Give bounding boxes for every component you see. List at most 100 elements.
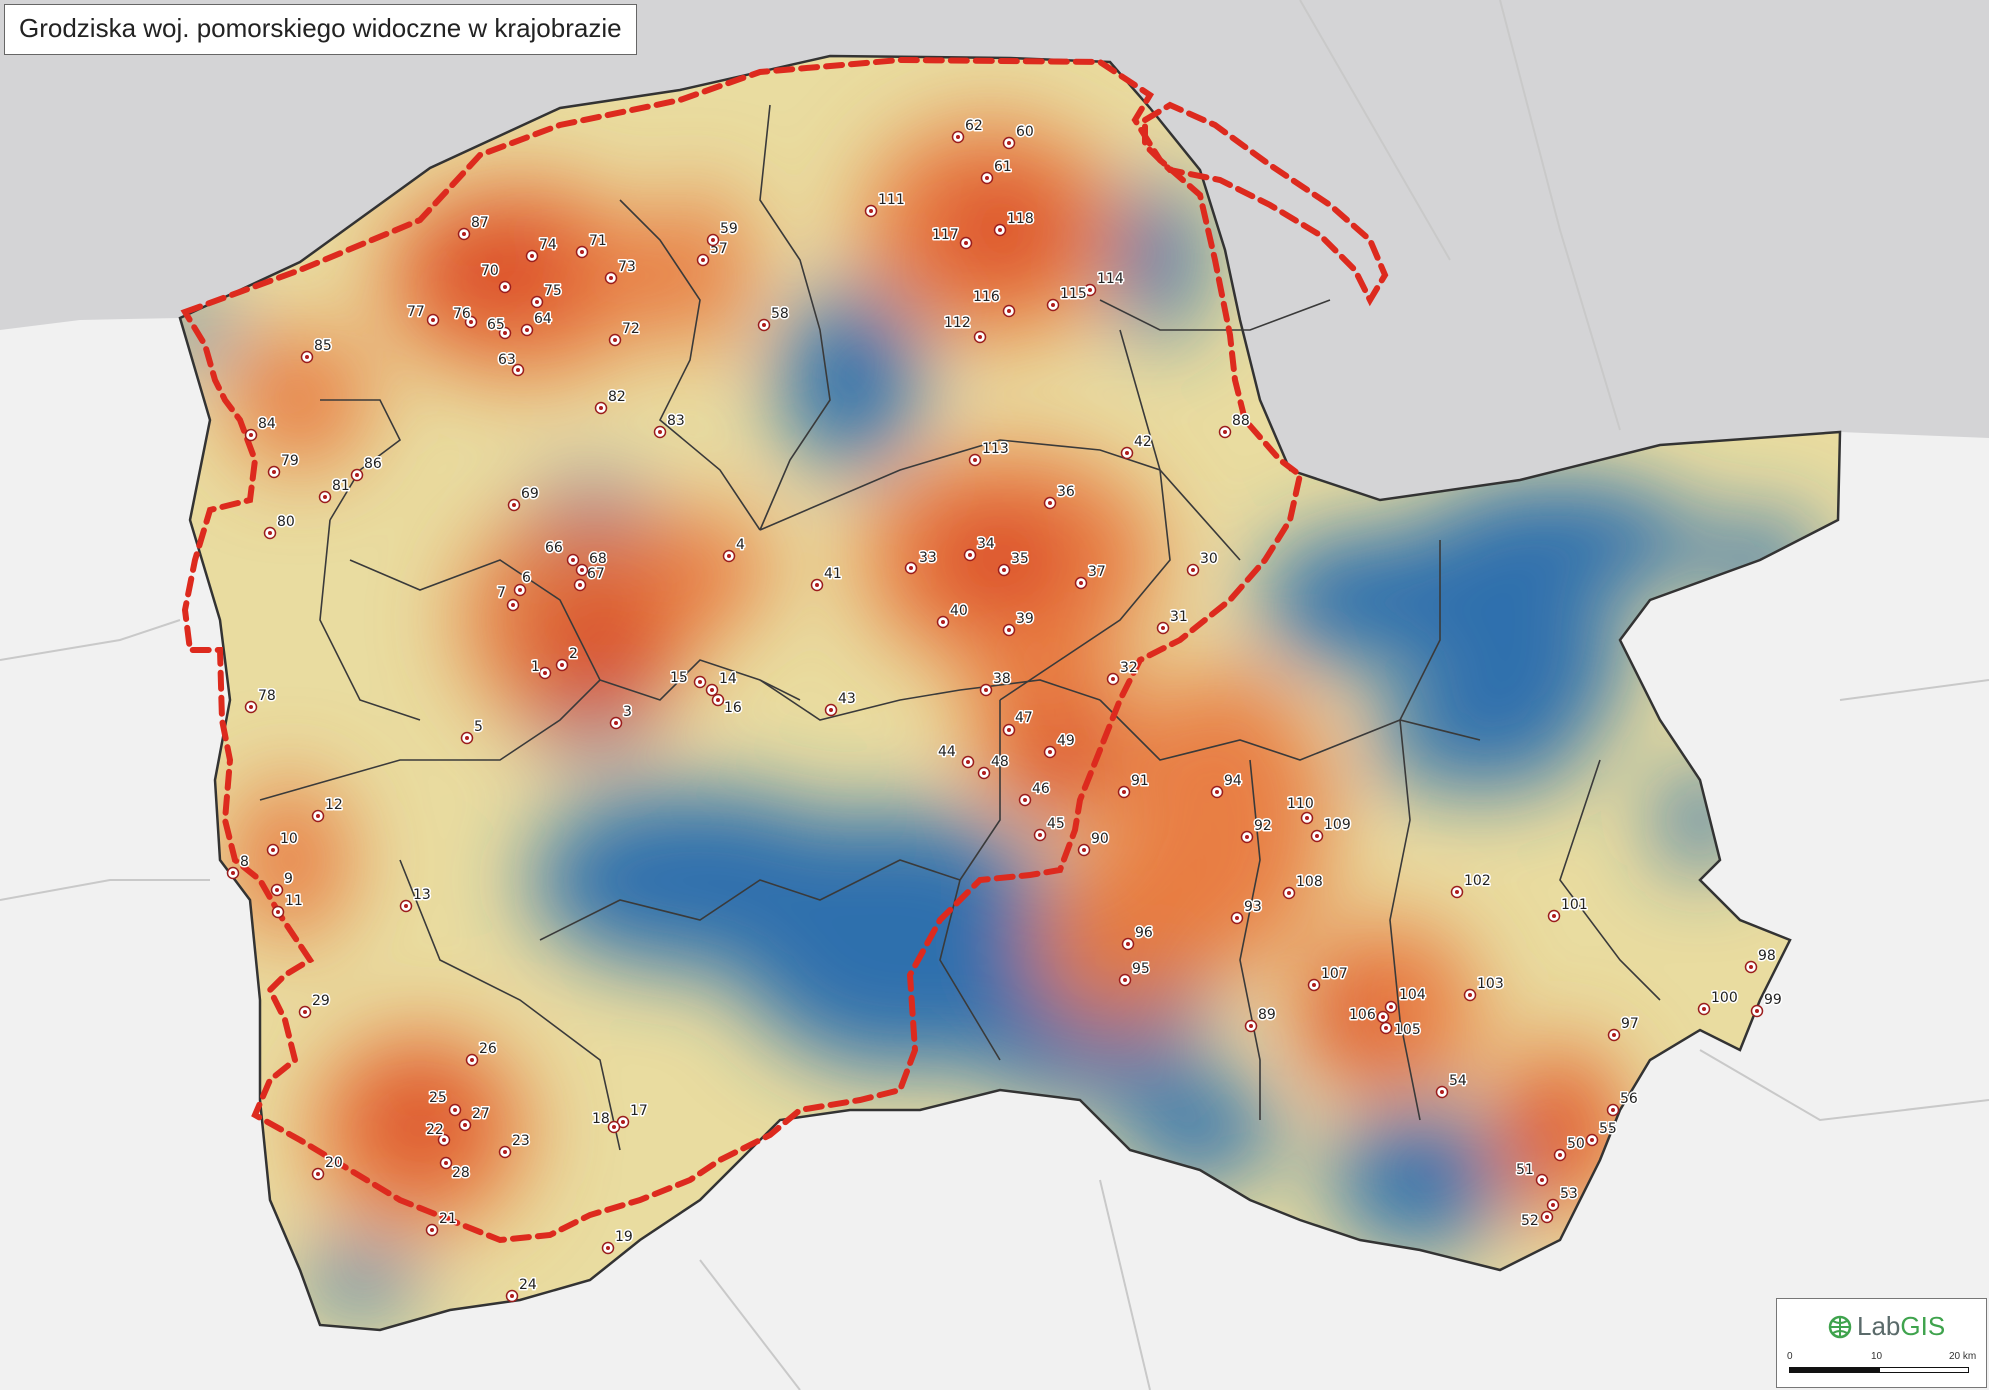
site-marker[interactable]: 101 bbox=[1547, 896, 1589, 923]
site-marker[interactable]: 49 bbox=[1043, 732, 1076, 759]
site-marker[interactable]: 5 bbox=[460, 718, 484, 745]
site-marker[interactable]: 115 bbox=[1046, 285, 1088, 312]
site-marker[interactable]: 108 bbox=[1282, 873, 1324, 900]
site-marker[interactable]: 25 bbox=[428, 1089, 462, 1117]
site-marker[interactable]: 113 bbox=[968, 440, 1010, 467]
site-marker[interactable]: 74 bbox=[525, 236, 558, 263]
site-marker[interactable]: 109 bbox=[1310, 816, 1352, 843]
site-marker[interactable]: 29 bbox=[298, 992, 331, 1019]
site-marker[interactable]: 33 bbox=[904, 549, 938, 575]
site-marker[interactable]: 90 bbox=[1077, 830, 1110, 857]
site-marker[interactable]: 28 bbox=[439, 1156, 471, 1183]
site-marker[interactable]: 60 bbox=[1002, 123, 1035, 150]
site-marker[interactable]: 107 bbox=[1307, 965, 1349, 992]
site-marker[interactable]: 104 bbox=[1384, 986, 1427, 1014]
site-marker[interactable]: 78 bbox=[244, 687, 277, 714]
site-marker[interactable]: 55 bbox=[1585, 1120, 1618, 1147]
site-marker[interactable]: 81 bbox=[318, 477, 351, 504]
site-marker[interactable]: 103 bbox=[1463, 975, 1505, 1002]
site-marker[interactable]: 21 bbox=[425, 1210, 458, 1237]
site-marker[interactable]: 53 bbox=[1546, 1185, 1579, 1212]
site-marker[interactable]: 77 bbox=[406, 303, 440, 327]
site-marker[interactable]: 117 bbox=[931, 226, 973, 250]
site-marker[interactable]: 88 bbox=[1218, 412, 1251, 439]
site-marker[interactable]: 50 bbox=[1553, 1135, 1586, 1162]
site-marker[interactable]: 19 bbox=[601, 1228, 634, 1255]
site-marker[interactable]: 6 bbox=[513, 569, 533, 597]
site-marker[interactable]: 47 bbox=[1002, 709, 1034, 737]
site-marker[interactable]: 58 bbox=[757, 305, 790, 332]
site-marker[interactable]: 17 bbox=[616, 1102, 649, 1129]
site-marker[interactable]: 7 bbox=[496, 584, 520, 612]
site-marker[interactable]: 66 bbox=[544, 539, 580, 567]
site-marker[interactable]: 105 bbox=[1379, 1021, 1422, 1040]
site-marker[interactable]: 32 bbox=[1106, 659, 1139, 686]
site-marker[interactable]: 110 bbox=[1286, 795, 1315, 825]
site-marker[interactable]: 91 bbox=[1117, 772, 1150, 799]
site-marker[interactable]: 96 bbox=[1121, 924, 1154, 951]
site-marker[interactable]: 94 bbox=[1210, 772, 1243, 799]
site-marker[interactable]: 83 bbox=[653, 412, 686, 439]
site-marker[interactable]: 37 bbox=[1074, 563, 1107, 590]
site-marker[interactable]: 31 bbox=[1156, 608, 1189, 635]
site-marker[interactable]: 114 bbox=[1083, 270, 1125, 297]
site-marker[interactable]: 63 bbox=[497, 351, 525, 377]
site-marker[interactable]: 23 bbox=[498, 1132, 531, 1159]
site-marker[interactable]: 70 bbox=[480, 262, 512, 294]
site-marker[interactable]: 8 bbox=[226, 853, 250, 880]
site-marker[interactable]: 44 bbox=[937, 743, 975, 769]
site-marker[interactable]: 30 bbox=[1186, 550, 1219, 577]
site-marker[interactable]: 112 bbox=[943, 314, 987, 344]
site-marker[interactable]: 11 bbox=[271, 892, 304, 919]
site-marker[interactable]: 75 bbox=[530, 282, 563, 309]
site-marker[interactable]: 22 bbox=[425, 1121, 451, 1147]
site-marker[interactable]: 40 bbox=[936, 602, 969, 629]
site-marker[interactable]: 84 bbox=[244, 415, 277, 442]
site-marker[interactable]: 9 bbox=[270, 870, 294, 897]
site-marker[interactable]: 48 bbox=[977, 753, 1010, 780]
site-marker[interactable]: 100 bbox=[1697, 989, 1739, 1016]
site-marker[interactable]: 41 bbox=[810, 565, 843, 592]
site-marker[interactable]: 46 bbox=[1018, 780, 1051, 807]
site-marker[interactable]: 69 bbox=[507, 485, 540, 512]
site-marker[interactable]: 4 bbox=[722, 536, 747, 563]
site-marker[interactable]: 73 bbox=[604, 258, 637, 285]
site-marker[interactable]: 1 bbox=[530, 658, 552, 680]
site-marker[interactable]: 42 bbox=[1120, 433, 1153, 460]
site-marker[interactable]: 26 bbox=[465, 1040, 498, 1067]
site-marker[interactable]: 52 bbox=[1520, 1210, 1554, 1231]
site-marker[interactable]: 34 bbox=[963, 535, 996, 562]
site-marker[interactable]: 87 bbox=[457, 214, 490, 241]
site-marker[interactable]: 20 bbox=[311, 1154, 344, 1181]
site-marker[interactable]: 68 bbox=[575, 550, 608, 577]
site-marker[interactable]: 92 bbox=[1240, 817, 1273, 844]
site-marker[interactable]: 79 bbox=[267, 452, 300, 479]
site-marker[interactable]: 99 bbox=[1750, 991, 1783, 1018]
site-marker[interactable]: 39 bbox=[1002, 610, 1035, 637]
site-marker[interactable]: 62 bbox=[951, 117, 984, 144]
site-marker[interactable]: 13 bbox=[399, 886, 432, 913]
site-marker[interactable]: 43 bbox=[824, 690, 857, 717]
site-marker[interactable]: 56 bbox=[1606, 1090, 1639, 1117]
site-marker[interactable]: 89 bbox=[1244, 1006, 1277, 1033]
site-marker[interactable]: 27 bbox=[458, 1105, 491, 1132]
site-marker[interactable]: 93 bbox=[1230, 898, 1263, 925]
site-marker[interactable]: 116 bbox=[972, 288, 1016, 318]
site-marker[interactable]: 111 bbox=[864, 191, 906, 218]
site-marker[interactable]: 86 bbox=[350, 455, 383, 482]
site-marker[interactable]: 97 bbox=[1607, 1015, 1640, 1042]
site-marker[interactable]: 24 bbox=[505, 1276, 538, 1303]
site-marker[interactable]: 80 bbox=[263, 513, 296, 540]
site-marker[interactable]: 67 bbox=[573, 565, 606, 592]
site-marker[interactable]: 2 bbox=[555, 645, 579, 672]
site-marker[interactable]: 51 bbox=[1515, 1161, 1549, 1187]
site-marker[interactable]: 64 bbox=[520, 310, 553, 337]
site-marker[interactable]: 3 bbox=[609, 703, 633, 730]
site-marker[interactable]: 85 bbox=[300, 337, 333, 364]
site-marker[interactable]: 106 bbox=[1348, 1006, 1390, 1025]
site-marker[interactable]: 15 bbox=[669, 669, 707, 689]
site-marker[interactable]: 102 bbox=[1450, 872, 1492, 899]
site-marker[interactable]: 65 bbox=[486, 316, 512, 340]
